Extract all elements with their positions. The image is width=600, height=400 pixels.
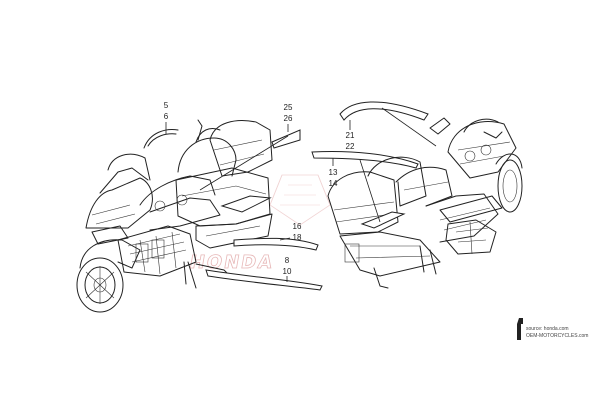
- callout-10: 10: [283, 267, 292, 276]
- callout-5: 5: [164, 101, 169, 110]
- honda-watermark: HONDA: [187, 174, 331, 273]
- callout-5-6: 5 6: [164, 101, 169, 134]
- left-motorcycle-illustration: [76, 119, 273, 313]
- loose-parts: [205, 101, 429, 291]
- callout-21: 21: [346, 131, 355, 140]
- callout-22: 22: [346, 142, 355, 151]
- callout-8: 8: [285, 256, 290, 265]
- callout-16-18: 16 18: [279, 222, 302, 242]
- right-motorcycle-illustration: [327, 117, 523, 289]
- source-logo-icon: [517, 318, 523, 340]
- source-credit: source: honda.com OEM-MOTORCYCLES.com: [517, 318, 588, 340]
- part-stripe-16-18: [233, 237, 319, 251]
- watermark-text: HONDA: [188, 252, 276, 273]
- callout-13-14: 13 14: [329, 158, 381, 223]
- callout-16: 16: [293, 222, 302, 231]
- part-strip-25-26: [271, 129, 301, 149]
- part-stripe-8-10: [205, 269, 323, 291]
- callout-8-10: 8 10: [283, 256, 292, 282]
- callout-25: 25: [284, 103, 293, 112]
- callout-25-26: 25 26: [199, 103, 293, 191]
- callout-13: 13: [329, 168, 338, 177]
- part-stripe-21-22: [339, 101, 429, 121]
- callout-18: 18: [293, 233, 302, 242]
- callout-26: 26: [284, 114, 293, 123]
- source-line-2: OEM-MOTORCYCLES.com: [526, 333, 588, 339]
- callout-21-22: 21 22: [346, 107, 437, 151]
- source-line-1: source: honda.com: [526, 326, 569, 332]
- callout-6: 6: [164, 112, 169, 121]
- callout-14: 14: [329, 179, 338, 188]
- part-stripe-13-14: [311, 151, 419, 169]
